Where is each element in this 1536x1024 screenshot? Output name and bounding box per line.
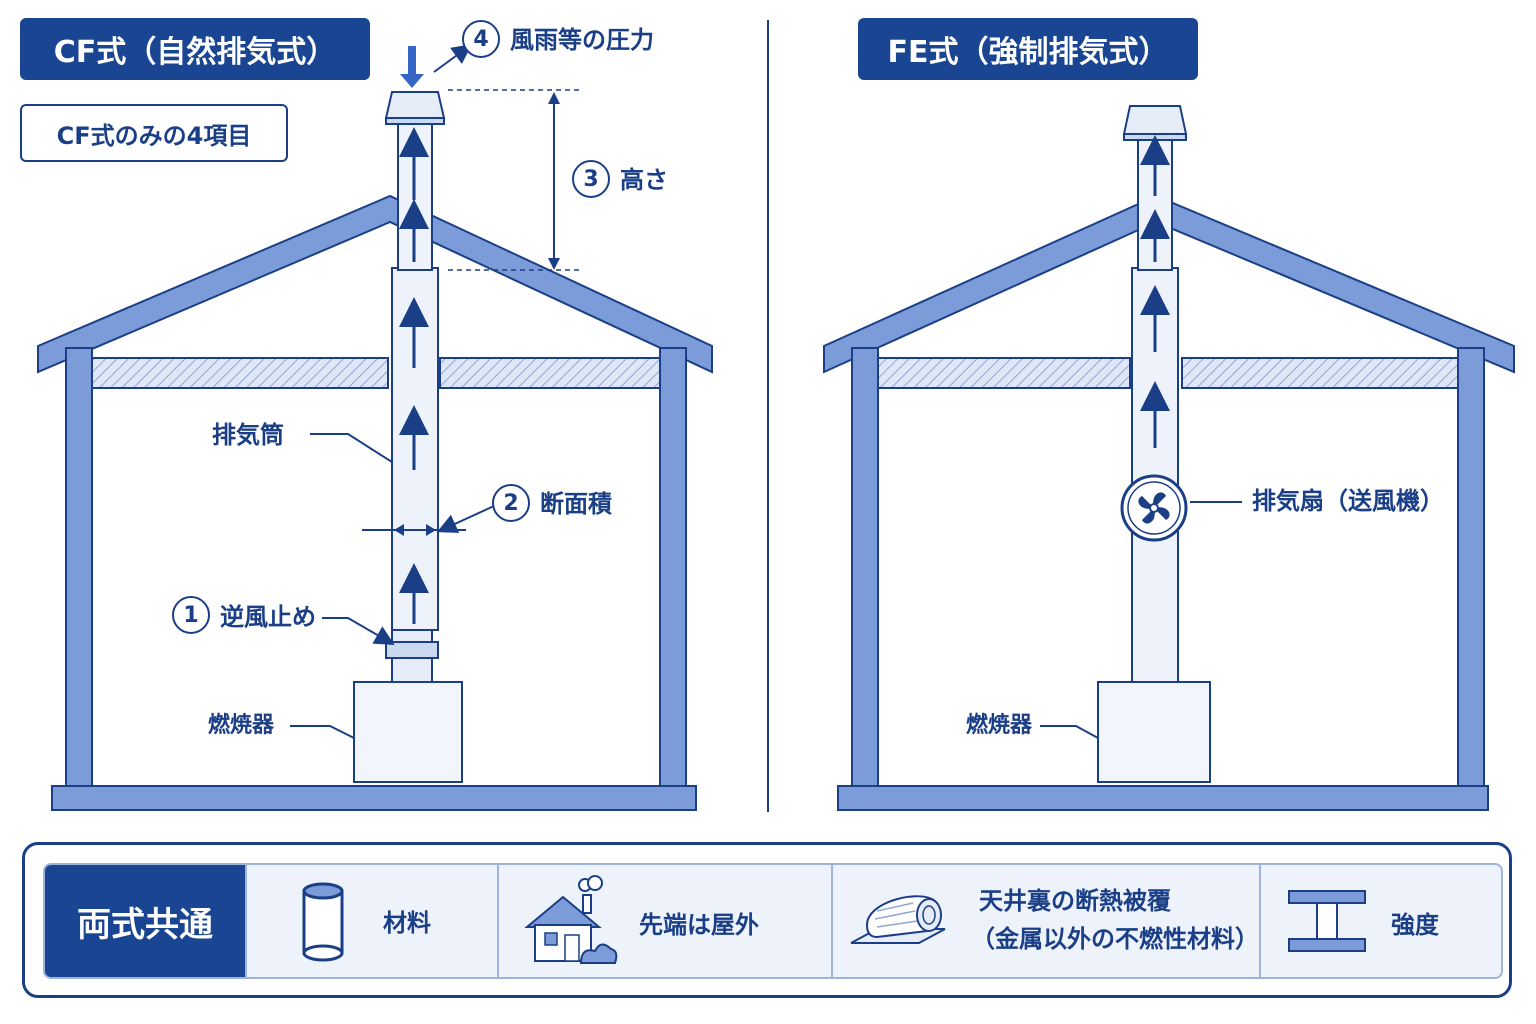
fe-floor bbox=[837, 785, 1489, 811]
number-4-badge: 4 bbox=[462, 20, 500, 58]
fe-house bbox=[823, 105, 1515, 811]
insulation-roll-icon bbox=[850, 895, 946, 944]
common-item-insulation: 天井裏の断熱被覆 （金属以外の不燃性材料） bbox=[831, 865, 1259, 977]
steel-beam-icon bbox=[1288, 890, 1366, 952]
common-item-strength: 強度 bbox=[1259, 865, 1501, 977]
cf-roof bbox=[37, 194, 713, 374]
fan-label: 排気扇（送風機） bbox=[1252, 487, 1444, 515]
fe-burner bbox=[1097, 681, 1211, 783]
cf-house bbox=[37, 44, 713, 811]
fe-burner-label: 燃焼器 bbox=[966, 713, 1033, 738]
height-label: 高さ bbox=[620, 166, 668, 194]
strength-label: 強度 bbox=[1391, 911, 1439, 939]
fe-ceiling-insulation-left bbox=[877, 357, 1131, 389]
common-requirements-row: 両式共通 材料 先端は屋外 bbox=[43, 863, 1503, 979]
common-header: 両式共通 bbox=[45, 865, 245, 977]
insulation-note: （金属以外の不燃性材料） bbox=[971, 925, 1259, 953]
cf-burner-label: 燃焼器 bbox=[208, 713, 275, 738]
cf-left-wall bbox=[65, 347, 93, 787]
exhaust-fan-icon bbox=[1120, 474, 1188, 542]
cf-only-subtitle: CF式のみの4項目 bbox=[20, 104, 288, 162]
fe-right-wall bbox=[1457, 347, 1485, 787]
cf-burner bbox=[353, 681, 463, 783]
number-3-badge: 3 bbox=[572, 160, 610, 198]
cross-section-label: 断面積 bbox=[540, 490, 612, 518]
common-item-material: 材料 bbox=[245, 865, 497, 977]
number-1-badge: 1 bbox=[172, 596, 210, 634]
insulation-label: 天井裏の断熱被覆 bbox=[979, 887, 1171, 915]
material-label: 材料 bbox=[383, 909, 431, 937]
fe-flue-cap bbox=[1122, 105, 1188, 135]
flue-label: 排気筒 bbox=[212, 421, 284, 449]
wind-pressure-label: 風雨等の圧力 bbox=[510, 26, 654, 54]
cf-panel-title: CF式（自然排気式） bbox=[20, 18, 370, 80]
fe-ceiling-insulation-right bbox=[1181, 357, 1459, 389]
cf-ceiling-insulation-right bbox=[439, 357, 661, 389]
number-2-badge: 2 bbox=[492, 484, 530, 522]
fe-left-wall bbox=[851, 347, 879, 787]
common-requirements-box: 両式共通 材料 先端は屋外 bbox=[22, 842, 1512, 998]
cf-ceiling-insulation-left bbox=[91, 357, 389, 389]
common-item-outdoor-tip: 先端は屋外 bbox=[497, 865, 831, 977]
cf-right-wall bbox=[659, 347, 687, 787]
backdraft-stop-label: 逆風止め bbox=[220, 603, 316, 631]
outdoor-tip-label: 先端は屋外 bbox=[639, 911, 759, 939]
cf-flue-cap bbox=[384, 91, 446, 119]
cf-floor bbox=[51, 785, 697, 811]
fe-panel-title: FE式（強制排気式） bbox=[858, 18, 1198, 80]
house-icon bbox=[524, 875, 618, 964]
pipe-icon bbox=[302, 882, 344, 962]
